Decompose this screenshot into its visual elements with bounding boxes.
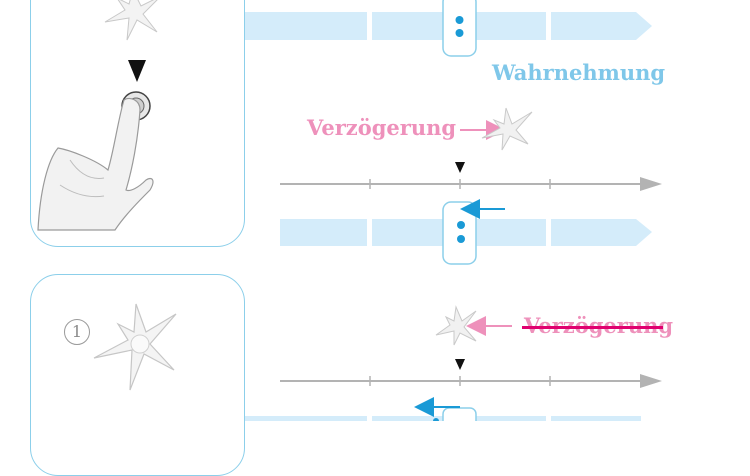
neuron-icon [481, 107, 533, 151]
timeline-top [280, 177, 662, 191]
marker-triangle-icon [455, 359, 465, 370]
diagram-canvas [37, 0, 662, 421]
perception-label: Wahrnehmung [492, 60, 666, 85]
delay-label-struck: Verzögerung [524, 313, 673, 338]
pause-icon [442, 0, 477, 57]
timeline-bottom [280, 374, 662, 388]
step-number-badge: 1 [64, 319, 90, 345]
finger-press-icon [37, 91, 154, 231]
neuron-icon [104, 0, 158, 41]
pause-icon [442, 201, 477, 265]
neuron-icon [93, 303, 177, 391]
strike-line [522, 326, 663, 329]
marker-triangle-icon [455, 162, 465, 173]
delay-label: Verzögerung [307, 115, 457, 140]
band-bottom [245, 407, 641, 421]
marker-triangle-icon [128, 60, 146, 82]
